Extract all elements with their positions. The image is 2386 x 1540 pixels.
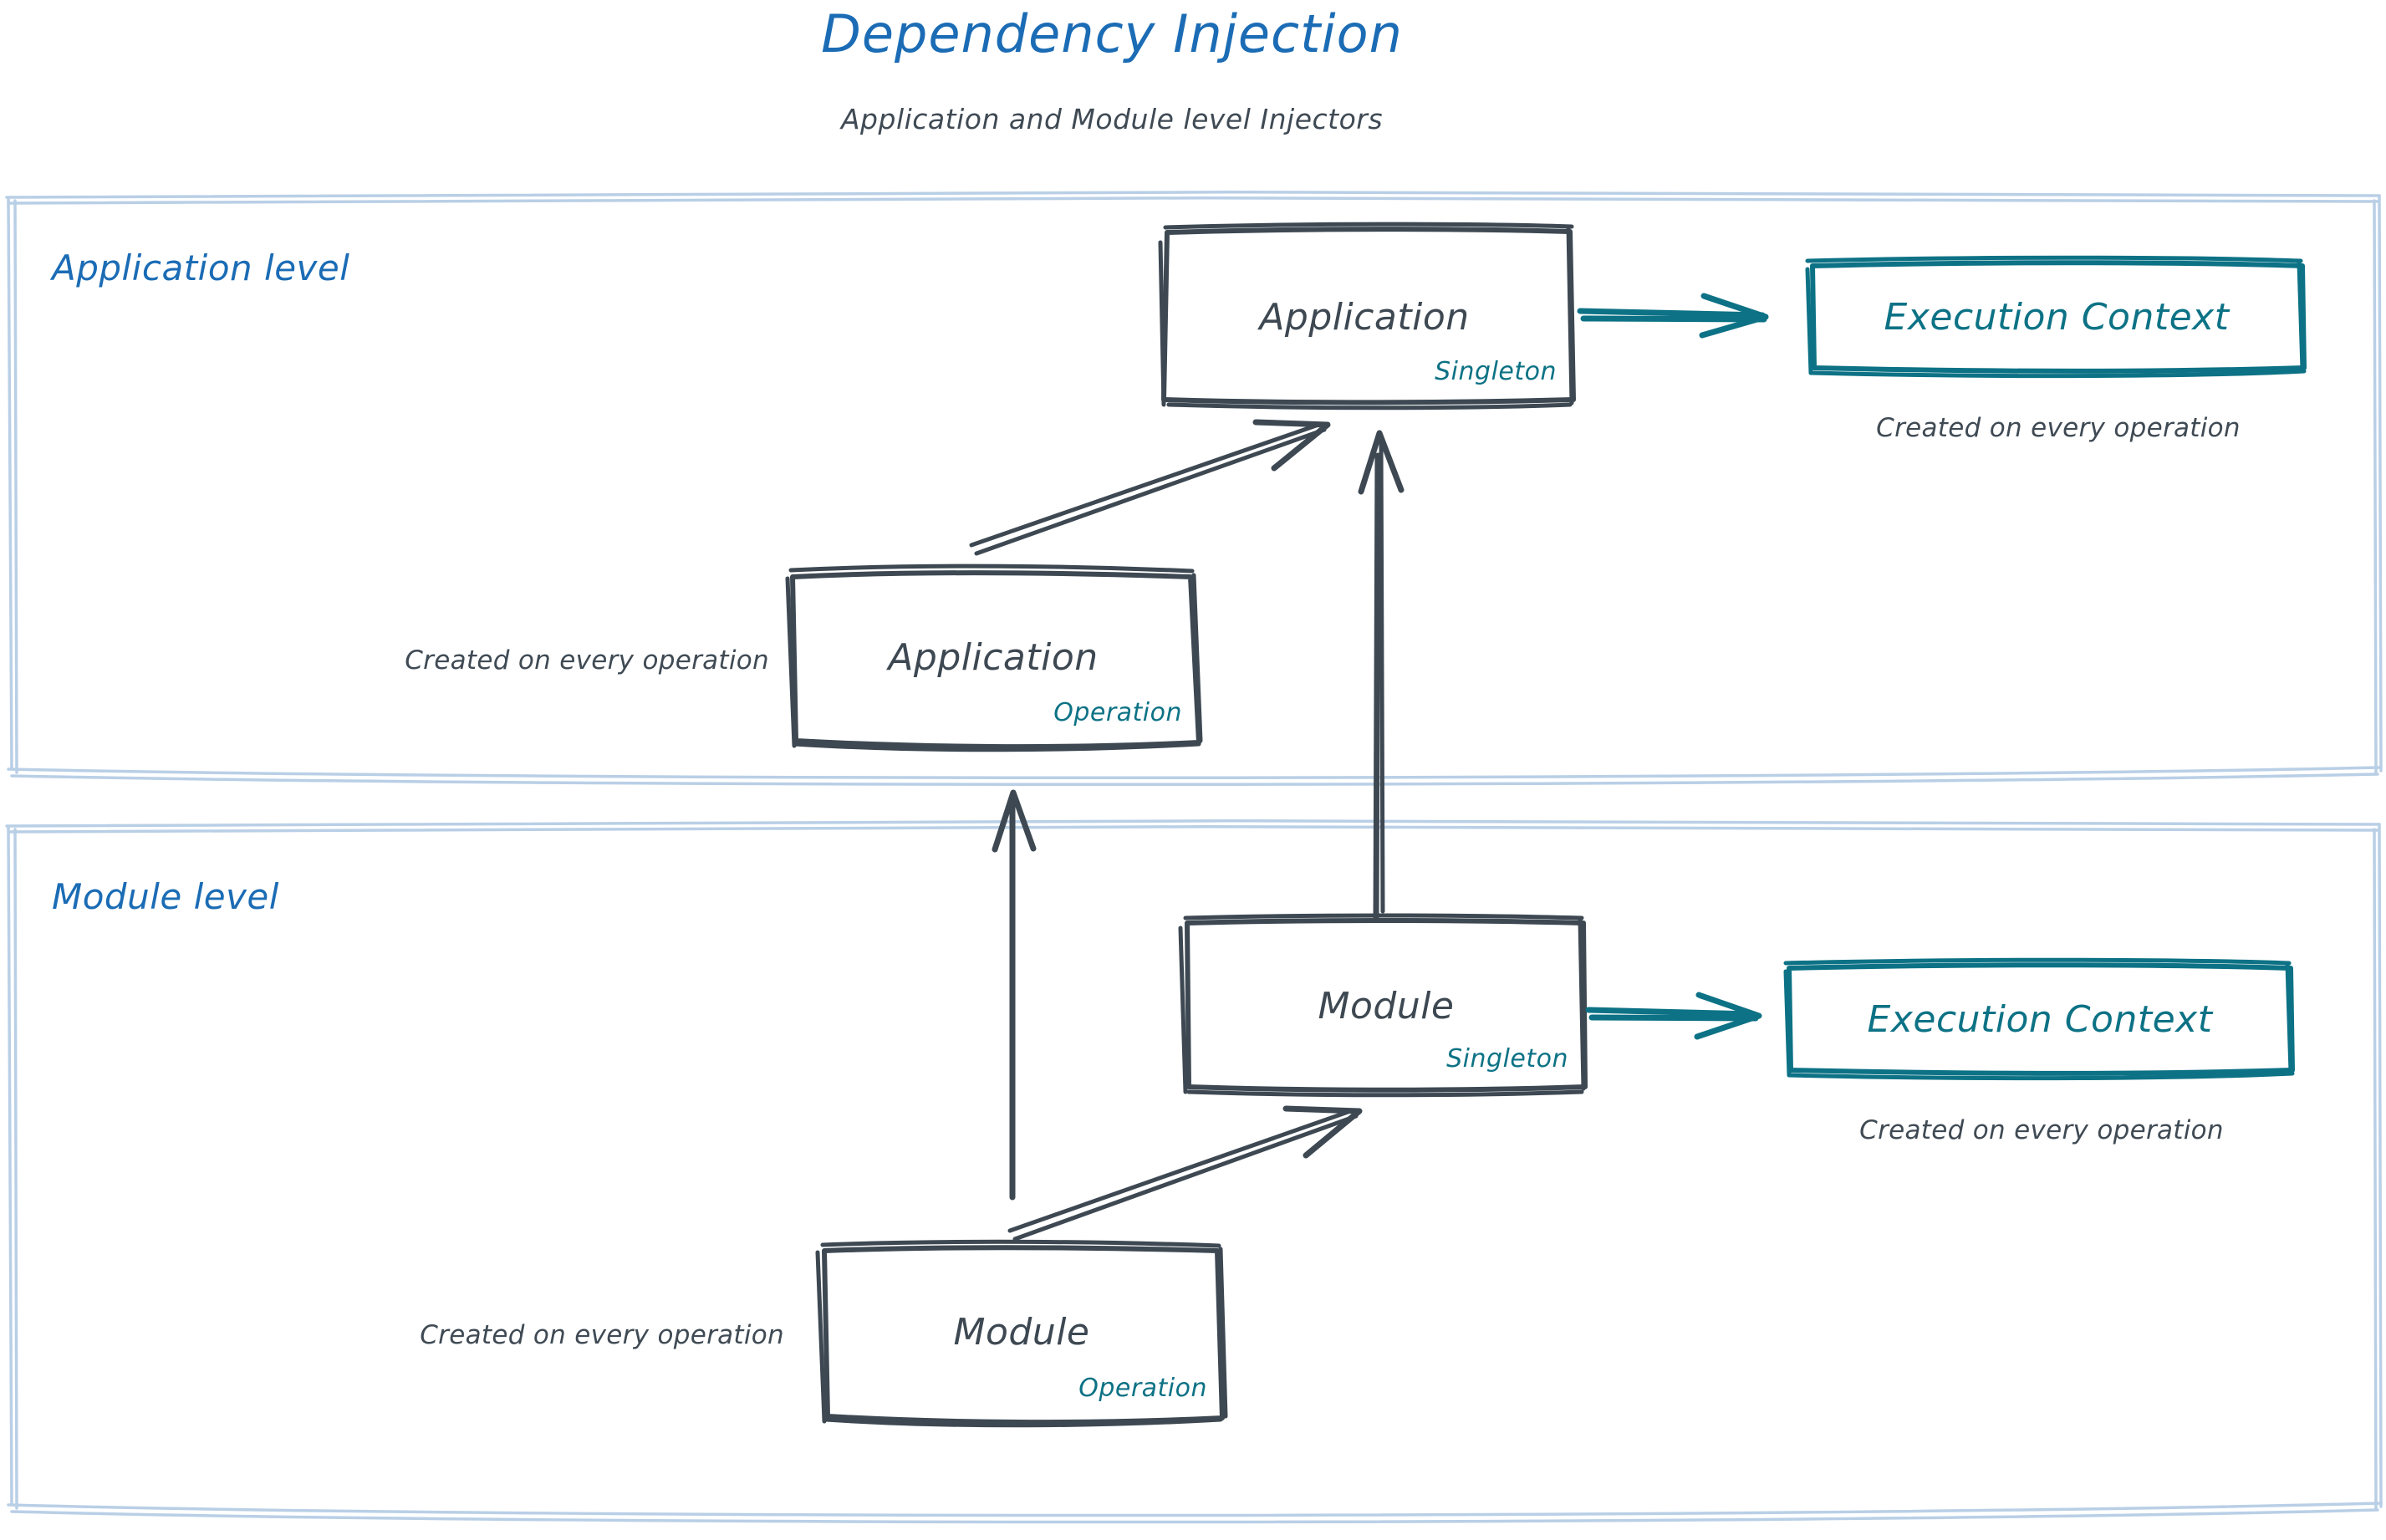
node-scope-module-operation: Operation <box>1078 1374 1207 1403</box>
arrow-module-operation-to-module-singleton <box>1007 1105 1363 1242</box>
caption-app-operation: Created on every operation <box>405 645 769 676</box>
caption-module-operation: Created on every operation <box>420 1320 784 1350</box>
node-title-module-execution-context: Execution Context <box>1867 998 2213 1041</box>
arrow-app-singleton-to-context <box>1577 293 1769 339</box>
node-title-app-operation: Application <box>888 636 1099 679</box>
node-scope-app-singleton: Singleton <box>1435 357 1557 386</box>
caption-module-context: Created on every operation <box>1859 1115 2224 1145</box>
module-level-container-outline <box>5 819 2383 1524</box>
node-title-app-singleton: Application <box>1259 296 1470 339</box>
node-title-app-execution-context: Execution Context <box>1884 296 2230 339</box>
node-scope-app-operation: Operation <box>1053 698 1182 727</box>
node-scope-module-singleton: Singleton <box>1446 1044 1568 1073</box>
page-title: Dependency Injection <box>821 3 1403 64</box>
group-label-application-level: Application level <box>52 247 350 288</box>
group-label-module-level: Module level <box>52 876 279 917</box>
arrow-app-operation-to-app-singleton <box>969 419 1331 556</box>
arrow-module-singleton-to-app-singleton <box>1358 430 1405 923</box>
arrow-module-singleton-to-context <box>1585 992 1762 1040</box>
arrow-module-operation-to-application-level <box>992 789 1037 1201</box>
node-title-module-operation: Module <box>953 1311 1090 1354</box>
page-subtitle: Application and Module level Injectors <box>840 103 1384 135</box>
caption-app-context: Created on every operation <box>1876 413 2241 443</box>
node-title-module-singleton: Module <box>1318 985 1455 1028</box>
application-level-container-outline <box>5 191 2383 787</box>
